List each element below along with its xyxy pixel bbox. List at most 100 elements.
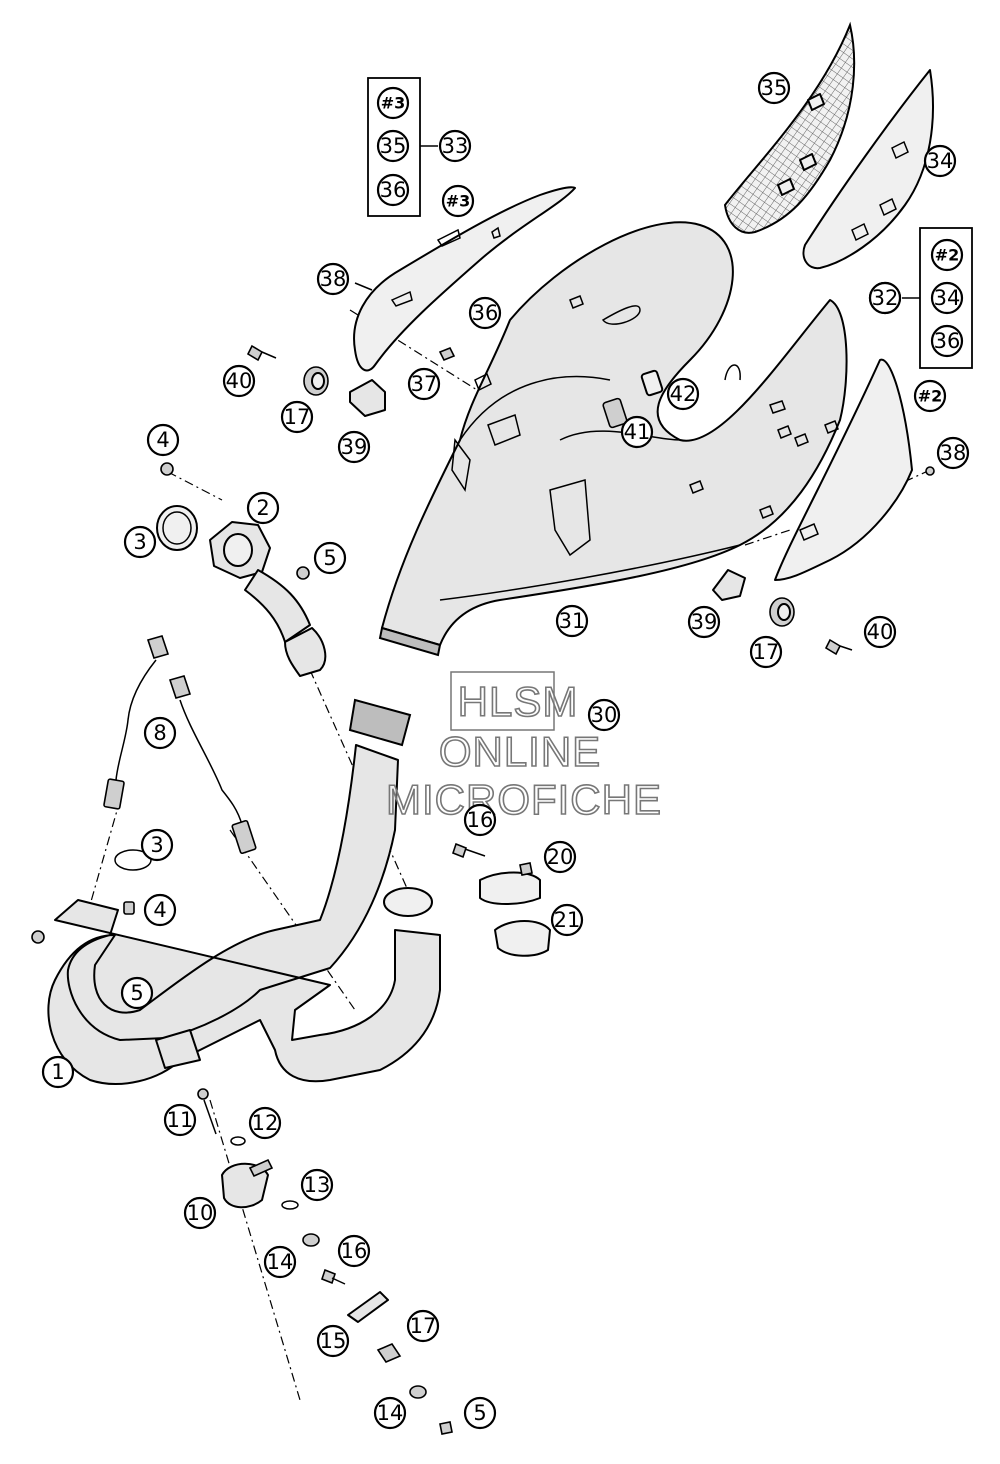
callout-circle: [863, 615, 897, 649]
callout-number: 16: [341, 1239, 368, 1263]
callout-number: 30: [591, 703, 618, 727]
callout-41: 41: [620, 415, 654, 449]
callout-number: 8: [153, 721, 166, 745]
callout-5: 5: [463, 1396, 497, 1430]
callout-1: 1: [41, 1055, 75, 1089]
callout-number: 31: [559, 609, 586, 633]
callout-circle: [407, 367, 441, 401]
callout-circle: [222, 364, 256, 398]
callout-number: 1: [51, 1060, 64, 1084]
callout-4: 4: [146, 423, 180, 457]
callout-8: 8: [143, 716, 177, 750]
callout-group-2: #2: [913, 379, 947, 413]
callout-number: 35: [761, 76, 788, 100]
callout-number: 16: [467, 808, 494, 832]
callout-circle: [316, 1324, 350, 1358]
callout-circle: [749, 635, 783, 669]
callout-5: 5: [120, 976, 154, 1010]
callout-number: 11: [167, 1108, 194, 1132]
callout-circle: [666, 377, 700, 411]
callout-circle: [337, 430, 371, 464]
callout-number: 38: [320, 267, 347, 291]
callout-21: 21: [550, 903, 584, 937]
callout-number: 17: [753, 640, 780, 664]
callout-16: 16: [337, 1234, 371, 1268]
callout-number: 38: [940, 441, 967, 465]
group-33-item-1: #3: [381, 94, 406, 113]
callout-circle: [923, 144, 957, 178]
callout-circle: [543, 840, 577, 874]
callout-circle: [313, 541, 347, 575]
callout-circle: [280, 400, 314, 434]
callout-circle: [587, 698, 621, 732]
callout-16: 16: [463, 803, 497, 837]
group-33-label: 33: [442, 134, 469, 158]
callout-circle: [143, 716, 177, 750]
callout-37: 37: [407, 367, 441, 401]
callout-number: 21: [554, 908, 581, 932]
callout-circle: [555, 604, 589, 638]
callout-30: 30: [587, 698, 621, 732]
callout-group-33: #3 35 36 33: [376, 86, 472, 207]
callout-number: 5: [323, 546, 336, 570]
callout-number: 5: [473, 1401, 486, 1425]
group-32-item-1: #2: [935, 246, 960, 265]
callout-2: 2: [246, 491, 280, 525]
callout-39: 39: [687, 605, 721, 639]
callout-circle: [913, 379, 947, 413]
callout-circle: [757, 71, 791, 105]
callout-circle: [620, 415, 654, 449]
callout-circle: [936, 436, 970, 470]
callout-circle: [183, 1196, 217, 1230]
group-32-item-2: 34: [934, 286, 961, 310]
callout-number: 3: [133, 530, 146, 554]
callout-number: 42: [670, 382, 697, 406]
callout-number: 14: [377, 1401, 404, 1425]
callout-3: 3: [140, 828, 174, 862]
callout-circle: [246, 491, 280, 525]
callout-13: 13: [300, 1168, 334, 1202]
callout-number: 17: [284, 405, 311, 429]
callout-38: 38: [316, 262, 350, 296]
callout-number: 2: [256, 496, 269, 520]
callout-circle: [468, 296, 502, 330]
callout-4: 4: [143, 893, 177, 927]
callout-11: 11: [163, 1103, 197, 1137]
heat-shield-34: [802, 69, 934, 270]
callout-40: 40: [863, 615, 897, 649]
callout-circle: [143, 893, 177, 927]
callout-31: 31: [555, 604, 589, 638]
callout-number: 15: [320, 1329, 347, 1353]
callout-39: 39: [337, 430, 371, 464]
callout-14: 14: [263, 1245, 297, 1279]
group-33-item-3: 36: [380, 178, 407, 202]
heat-shield-mesh-35: [723, 21, 856, 234]
callout-12: 12: [248, 1106, 282, 1140]
callout-group-32: #2 34 36 32: [868, 238, 964, 358]
callout-circle: [373, 1396, 407, 1430]
callout-number: 40: [867, 620, 894, 644]
lower-bracket-stack: [197, 1088, 453, 1435]
callout-circle: [441, 184, 475, 218]
callout-group-3: #3: [441, 184, 475, 218]
oxygen-sensors-8: [103, 635, 257, 989]
callout-20: 20: [543, 840, 577, 874]
callout-38: 38: [936, 436, 970, 470]
callout-number: 12: [252, 1111, 279, 1135]
callout-circle: [146, 423, 180, 457]
callout-14: 14: [373, 1396, 407, 1430]
callout-number: 34: [927, 149, 954, 173]
callout-circle: [550, 903, 584, 937]
group-33-item-2: 35: [380, 134, 407, 158]
callout-36: 36: [468, 296, 502, 330]
callout-34: 34: [923, 144, 957, 178]
watermark-line-2: ONLINE: [439, 728, 601, 775]
callout-35: 35: [757, 71, 791, 105]
callout-number: 13: [304, 1173, 331, 1197]
callout-number: 3: [150, 833, 163, 857]
callout-circle: [463, 1396, 497, 1430]
hardware-top: [246, 282, 935, 656]
callout-number: #3: [446, 192, 471, 211]
callout-40: 40: [222, 364, 256, 398]
